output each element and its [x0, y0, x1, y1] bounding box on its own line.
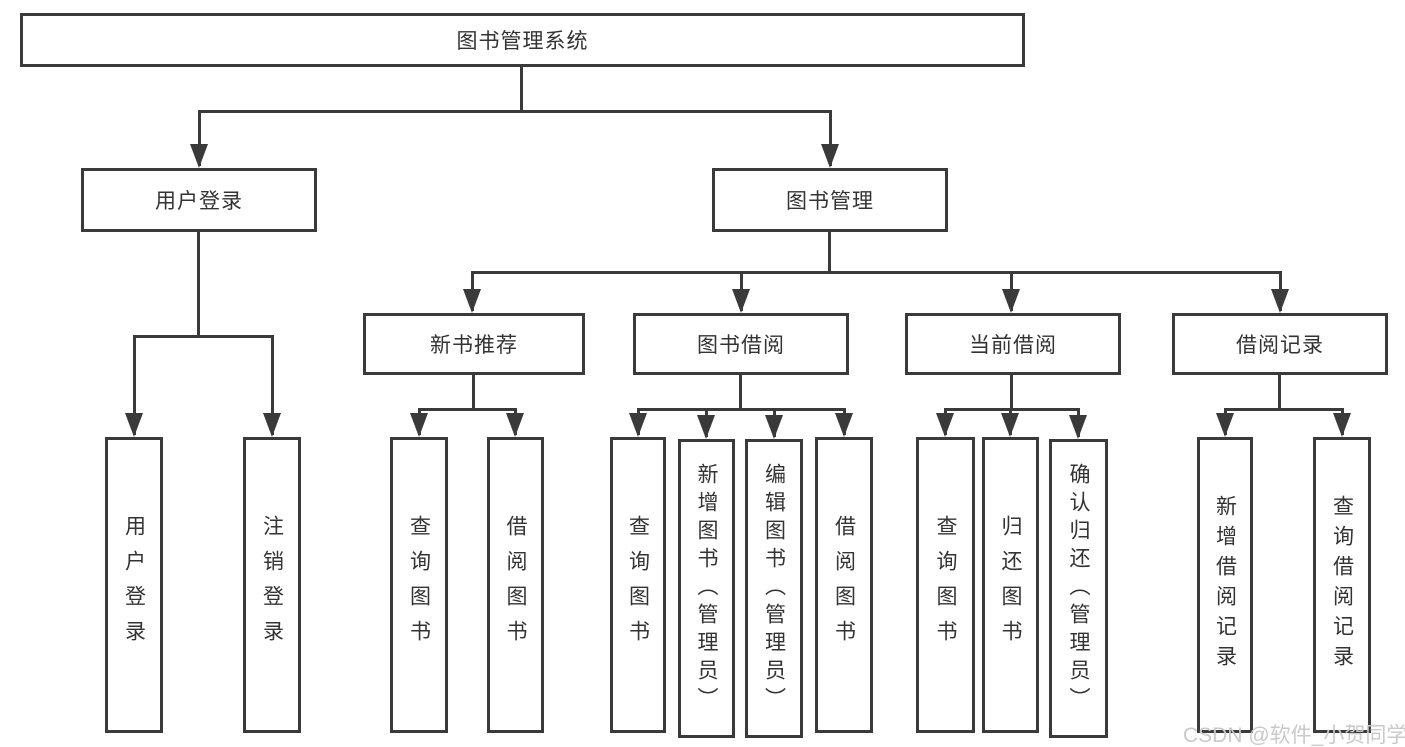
node-user-login: 用户登录: [81, 168, 317, 232]
node-current-borrow: 当前借阅: [905, 313, 1121, 375]
vline-book-management-trunk: [828, 232, 831, 271]
hline-level3-branch: [472, 271, 1280, 274]
hline-new-book-branch: [419, 408, 515, 411]
arrow-down-icon: [1216, 408, 1234, 437]
leaf-edit-books-admin-label: 编辑图书（管理员）: [762, 462, 786, 715]
node-book-borrow: 图书借阅: [633, 313, 849, 375]
leaf-confirm-return-admin: 确认归还（管理员）: [1049, 439, 1108, 738]
hline-book-borrow-branch: [638, 408, 844, 411]
vline-current-borrow-trunk: [1010, 375, 1013, 408]
node-book-management: 图书管理: [712, 168, 948, 232]
arrow-down-icon: [732, 271, 750, 313]
arrow-down-icon: [463, 271, 481, 313]
vline-book-borrow-trunk: [739, 375, 742, 408]
arrow-down-icon: [1001, 408, 1019, 437]
arrow-down-icon: [1002, 271, 1020, 313]
node-root: 图书管理系统: [20, 13, 1025, 67]
arrow-down-icon: [190, 110, 208, 168]
leaf-add-borrow-record: 新增借阅记录: [1197, 437, 1253, 733]
leaf-borrow-books: 借阅图书: [815, 437, 873, 733]
node-borrow-records-label: 借阅记录: [1236, 334, 1324, 357]
leaf-confirm-return-admin-label: 确认归还（管理员）: [1067, 462, 1090, 715]
leaf-user-login: 用户登录: [105, 437, 163, 733]
leaf-borrow-books-recommend-label: 借阅图书: [504, 515, 527, 655]
vline-user-login-trunk: [197, 232, 200, 335]
node-book-management-label: 图书管理: [786, 190, 874, 213]
leaf-query-books-recommend-label: 查询图书: [407, 515, 431, 655]
vline-borrow-records-trunk: [1278, 375, 1281, 408]
leaf-user-login-label: 用户登录: [122, 515, 146, 655]
arrow-down-icon: [263, 335, 281, 437]
arrow-down-icon: [410, 408, 428, 437]
arrow-down-icon: [821, 110, 839, 168]
leaf-logout: 注销登录: [243, 437, 301, 733]
leaf-add-books-admin: 新增图书（管理员）: [678, 439, 735, 738]
leaf-query-books-recommend: 查询图书: [390, 437, 448, 733]
leaf-query-books-borrow: 查询图书: [610, 437, 666, 733]
hline-level2-branch: [199, 110, 832, 113]
hline-user-login-branch: [134, 335, 272, 338]
arrow-down-icon: [697, 408, 715, 439]
arrow-down-icon: [629, 408, 647, 437]
watermark: CSDN @软件_小贺同学: [1183, 724, 1405, 747]
leaf-borrow-books-label: 借阅图书: [832, 515, 856, 655]
leaf-query-books-current: 查询图书: [916, 437, 975, 733]
hline-borrow-records-branch: [1225, 408, 1342, 411]
node-user-login-label: 用户登录: [155, 190, 243, 213]
leaf-logout-label: 注销登录: [260, 515, 284, 655]
arrow-down-icon: [125, 335, 143, 437]
vline-root-trunk: [520, 67, 523, 110]
arrow-down-icon: [506, 408, 524, 437]
arrow-down-icon: [1271, 271, 1289, 313]
arrow-down-icon: [1069, 408, 1087, 439]
node-current-borrow-label: 当前借阅: [969, 334, 1057, 357]
leaf-query-books-current-label: 查询图书: [934, 515, 957, 655]
node-book-borrow-label: 图书借阅: [697, 334, 785, 357]
leaf-return-books: 归还图书: [982, 437, 1039, 733]
leaf-return-books-label: 归还图书: [999, 515, 1022, 655]
node-root-label: 图书管理系统: [456, 30, 589, 53]
leaf-borrow-books-recommend: 借阅图书: [487, 437, 544, 733]
node-borrow-records: 借阅记录: [1172, 313, 1388, 375]
hline-current-borrow-branch: [945, 408, 1078, 411]
node-new-book-recommend-label: 新书推荐: [430, 334, 518, 357]
arrow-down-icon: [1333, 408, 1351, 437]
leaf-edit-books-admin: 编辑图书（管理员）: [745, 439, 803, 738]
vline-new-book-trunk: [472, 375, 475, 408]
arrow-down-icon: [765, 408, 783, 439]
leaf-query-books-borrow-label: 查询图书: [626, 515, 650, 655]
leaf-add-borrow-record-label: 新增借阅记录: [1213, 495, 1237, 675]
node-new-book-recommend: 新书推荐: [363, 313, 585, 375]
leaf-query-borrow-record: 查询借阅记录: [1313, 437, 1371, 733]
arrow-down-icon: [936, 408, 954, 437]
leaf-add-books-admin-label: 新增图书（管理员）: [695, 462, 718, 715]
arrow-down-icon: [835, 408, 853, 437]
leaf-query-borrow-record-label: 查询借阅记录: [1330, 495, 1354, 675]
